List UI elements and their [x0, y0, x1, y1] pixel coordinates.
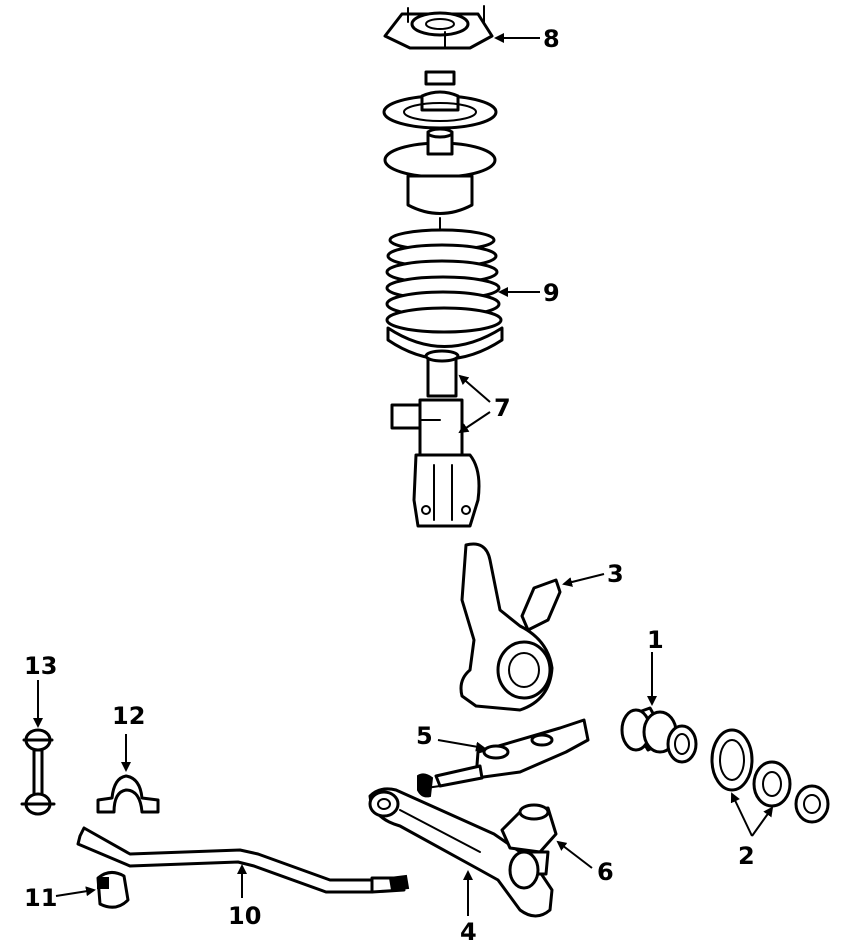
- callout-10: 10: [228, 902, 261, 930]
- cv-components-part-2: [710, 728, 830, 824]
- lower-control-arm-part-4: [368, 787, 554, 918]
- control-arm-bushing-part-6: [500, 803, 558, 890]
- callout-8: 8: [543, 25, 560, 53]
- callout-labels: 8 9 7 3 1 2 5 6 4 10 11 12 13: [24, 25, 755, 946]
- callout-1: 1: [647, 626, 664, 654]
- callout-7: 7: [494, 394, 511, 422]
- leader-lines: [33, 33, 774, 916]
- steering-knuckle-part-3: [459, 542, 562, 712]
- hub-bearing-part-1: [620, 706, 698, 764]
- callout-9: 9: [543, 279, 560, 307]
- callout-12: 12: [112, 702, 145, 730]
- callout-11: 11: [24, 884, 57, 912]
- strut-mount-part-8: [383, 5, 494, 50]
- callout-3: 3: [607, 560, 624, 588]
- callout-4: 4: [460, 918, 477, 946]
- upper-spring-seat: [382, 90, 498, 130]
- coil-spring-part-9: [385, 228, 504, 361]
- stabilizer-bar-part-10: [76, 826, 410, 894]
- callout-6: 6: [597, 858, 614, 886]
- callout-13: 13: [24, 652, 57, 680]
- strut-nut: [424, 70, 456, 86]
- callout-2: 2: [738, 842, 755, 870]
- strut-assembly-part-7: [390, 349, 481, 528]
- stabilizer-link-part-13: [20, 728, 56, 816]
- stabilizer-bracket-part-12: [96, 774, 160, 814]
- callout-5: 5: [416, 722, 433, 750]
- spring-bumper-boot: [383, 127, 497, 241]
- ball-joint-part-5: [417, 718, 590, 798]
- stabilizer-bushing-part-11: [96, 871, 130, 909]
